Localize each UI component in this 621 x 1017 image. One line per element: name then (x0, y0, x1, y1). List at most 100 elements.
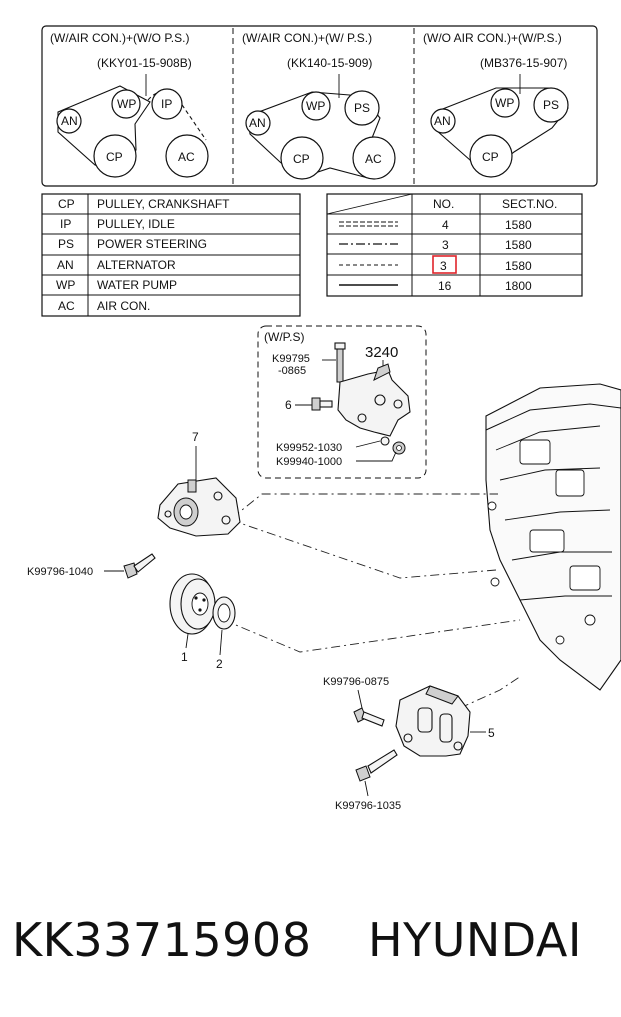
pulley-label: CP (106, 150, 123, 164)
section-header: NO. (433, 197, 454, 211)
callout-number: 2 (216, 657, 223, 671)
section-no: 4 (442, 218, 449, 232)
legend-name: AIR CON. (97, 299, 150, 313)
legend-name: POWER STEERING (97, 237, 207, 251)
pulley-label: CP (293, 152, 310, 166)
pulley-ps (533, 87, 569, 123)
bolt-callout: -0865 (278, 365, 306, 377)
section-sect: 1580 (505, 259, 532, 273)
stud-icon (319, 400, 333, 408)
section-sect: 1580 (505, 238, 532, 252)
part-7-group: 7 (157, 430, 241, 537)
inset-section-number: 3240 (365, 344, 398, 361)
section-header: SECT.NO. (502, 197, 557, 211)
belt-layout-panel: (W/AIR CON.)+(W/O P.S.) (KKY01-15-908B) … (41, 25, 598, 187)
pulley-an (56, 108, 82, 134)
pulley-label: WP (495, 96, 514, 110)
callout-number: 7 (192, 430, 199, 444)
legend-code: IP (60, 217, 71, 231)
pulley-label: WP (117, 97, 136, 111)
bolt-icon (123, 562, 138, 579)
pulley-label: AN (249, 116, 266, 130)
nut-icon (311, 397, 321, 411)
phantom-line (231, 493, 498, 519)
phantom-line (230, 519, 497, 579)
pulley-label: IP (161, 97, 172, 111)
bolt-1040-group: K99796-1040 (27, 553, 156, 579)
bolt-icon (336, 345, 344, 383)
pulley-label: PS (543, 98, 559, 112)
layout-title: (W/O AIR CON.)+(W/P.S.) (423, 31, 562, 45)
pulley-an (430, 108, 456, 134)
pulley-an (245, 110, 271, 136)
legend-code: AN (57, 258, 74, 272)
phantom-line (223, 619, 521, 653)
section-table: NO. SECT.NO. 4 1580 3 1580 3 1580 16 180… (326, 193, 583, 297)
highlight-box[interactable] (432, 255, 457, 274)
pulley-ac (165, 134, 209, 178)
pulley-ip (151, 88, 183, 120)
bolt-callout: K99795 (272, 353, 310, 365)
bolt-callout: K99796-1040 (27, 566, 93, 578)
legend-code: CP (58, 197, 75, 211)
ps-bracket-inset: (W/P.S) 3240 K99795 -0865 6 K99952-1030 … (257, 325, 427, 479)
legend-name: PULLEY, CRANKSHAFT (97, 197, 230, 211)
part-5-group: K99796-0875 5 K99796-1035 (323, 676, 495, 812)
layout-title: (W/AIR CON.)+(W/O P.S.) (50, 31, 189, 45)
pulley-cp (280, 136, 324, 180)
pulley-cp (93, 134, 137, 178)
section-no: 3 (442, 238, 449, 252)
belt-part-number: (KK140-15-909) (287, 56, 372, 70)
pulley-wp (490, 88, 520, 118)
section-sect: 1800 (505, 279, 532, 293)
callout-number: 6 (285, 398, 292, 412)
pulley-label: AC (365, 152, 382, 166)
section-sect: 1580 (505, 218, 532, 232)
section-no: 16 (438, 279, 452, 293)
pulley-label: WP (306, 99, 325, 113)
legend-code: WP (56, 278, 75, 292)
pulley-wp (301, 91, 331, 121)
bolt-callout: K99796-0875 (323, 676, 389, 688)
pulley-wp (111, 89, 141, 119)
pulley-label: AN (434, 114, 451, 128)
belt-part-number: (KKY01-15-908B) (97, 56, 192, 70)
legend-code: PS (58, 237, 74, 251)
callout-number: 5 (488, 726, 495, 740)
nut-callout: K99952-1030 (276, 442, 342, 454)
bolt-icon (355, 765, 371, 782)
inset-title: (W/P.S) (264, 330, 304, 344)
callout-number: 1 (181, 650, 188, 664)
part-1-2-group: 1 2 (169, 573, 236, 671)
legend-code: AC (58, 299, 75, 313)
belt-layout-3: (W/O AIR CON.)+(W/P.S.) (MB376-15-907) A… (423, 31, 569, 178)
phantom-line (459, 675, 522, 709)
part-number-text: KK33715908 (12, 913, 312, 967)
belt-part-number: (MB376-15-907) (480, 56, 567, 70)
pulley-label: PS (354, 101, 370, 115)
legend-name: PULLEY, IDLE (97, 217, 175, 231)
belt-layout-1: (W/AIR CON.)+(W/O P.S.) (KKY01-15-908B) … (50, 31, 209, 178)
washer-icon (380, 436, 390, 446)
water-pump-bracket-icon (157, 477, 241, 537)
belt-path (434, 87, 569, 175)
layout-title: (W/AIR CON.)+(W/ P.S.) (242, 31, 372, 45)
pulley-ps (344, 90, 380, 126)
brand-text: HYUNDAI (368, 913, 582, 967)
legend-name: ALTERNATOR (97, 258, 176, 272)
legend-name: WATER PUMP (97, 278, 177, 292)
legend-table: CP PULLEY, CRANKSHAFT IP PULLEY, IDLE PS… (41, 193, 301, 317)
bolt-head-icon (334, 342, 346, 350)
belt-layout-2: (W/AIR CON.)+(W/ P.S.) (KK140-15-909) AN… (242, 31, 396, 180)
section-no: 3 (440, 259, 447, 273)
footer-caption: KK33715908 HYUNDAI (0, 905, 621, 975)
parts-diagram: (W/AIR CON.)+(W/O P.S.) (KKY01-15-908B) … (27, 25, 621, 812)
nut-callout: K99940-1000 (276, 456, 342, 468)
pulley-label: CP (482, 150, 499, 164)
section-table-frame (326, 193, 583, 297)
engine-block (485, 383, 621, 691)
pulley-label: AC (178, 150, 195, 164)
pulley-cp (469, 134, 513, 178)
belt-panel-frame (41, 25, 598, 187)
inset-frame (257, 325, 427, 479)
